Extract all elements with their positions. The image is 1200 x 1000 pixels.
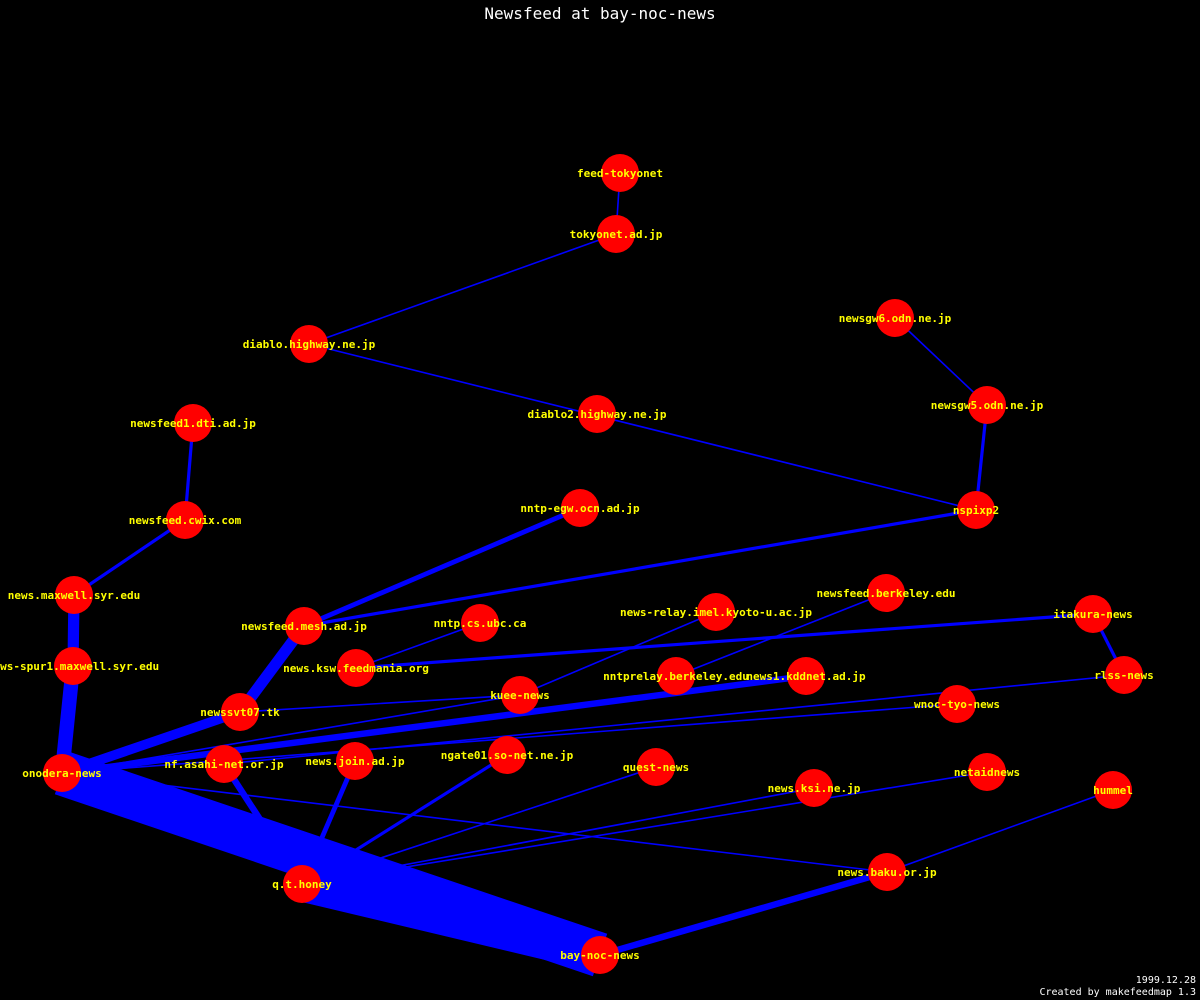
node-kuee-news [501,676,539,714]
node-newsgw5 [968,386,1006,424]
node-newsfeed-cwix [166,501,204,539]
node-wnoc-tyo-news [938,685,976,723]
node-hummel [1094,771,1132,809]
node-bay-noc-news [581,936,619,974]
node-label-news-baku: news.baku.or.jp [837,866,937,879]
feed-edge-onodera-news-to-news-baku [61,772,888,873]
node-label-newsgw5: newsgw5.odn.ne.jp [931,399,1044,412]
node-label-kuee-news: kuee-news [490,689,550,702]
feed-edge-hummel-to-news-baku [886,789,1114,873]
node-label-nspixp2: nspixp2 [953,504,999,517]
node-news-ksi [795,769,833,807]
node-nf-asahi [205,745,243,783]
feed-edge-netaidnews-to-qt-honey [301,771,988,885]
node-nntprelay-berkeley [657,657,695,695]
node-netaidnews [968,753,1006,791]
node-label-ngate01: ngate01.so-net.ne.jp [441,749,574,762]
node-news-join [336,742,374,780]
node-label-nntprelay-berkeley: nntprelay.berkeley.edu [603,670,749,683]
feed-edge-nspixp2-to-newsfeed-mesh [303,508,977,628]
feed-edge-newsfeed-cwix-to-news-maxwell [73,518,186,597]
feed-edge-qt-honey-to-bay-noc-news [297,866,605,973]
node-label-feed-tokyonet: feed-tokyonet [577,167,663,180]
node-news-maxwell [55,576,93,614]
node-quest-news [637,748,675,786]
node-label-newsfeed1-dti: newsfeed1.dti.ad.jp [130,417,256,430]
feed-edge-kuee-news-to-onodera-news [61,694,521,774]
node-news-baku [868,853,906,891]
node-label-nntp-ubc: nntp.cs.ubc.ca [434,617,527,630]
feed-edge-newsfeed-berkeley-to-nntprelay-berkeley [675,592,887,677]
feed-edge-itakura-news-to-news-ksw [355,612,1094,670]
map-title: Newsfeed at bay-noc-news [484,4,715,23]
label-layer: feed-tokyonet tokyonet.ad.jp diablo.highwa… [0,167,1154,962]
node-label-quest-news: quest-news [623,761,689,774]
node-label-nntp-egw: nntp-egw.ocn.ad.jp [520,502,640,515]
feed-edge-ngate01-to-qt-honey [301,753,508,886]
node-label-netaidnews: netaidnews [954,766,1020,779]
node-label-newsfeed-cwix: newsfeed.cwix.com [129,514,242,527]
node-nntp-egw [561,489,599,527]
node-newsgw6 [876,299,914,337]
node-news-spur1 [54,647,92,685]
node-feed-tokyonet [601,154,639,192]
node-label-newsfeed-berkeley: newsfeed.berkeley.edu [816,587,955,600]
feed-edge-news-baku-to-bay-noc-news [599,868,888,959]
node-label-bay-noc-news: bay-noc-news [560,949,639,962]
node-diablo [290,325,328,363]
node-layer [43,154,1143,974]
node-label-newsgw6: newsgw6.odn.ne.jp [839,312,952,325]
node-label-news1-kddnet: news1.kddnet.ad.jp [746,670,866,683]
node-label-diablo: diablo.highway.ne.jp [243,338,376,351]
node-rlss-news [1105,656,1143,694]
node-label-itakura-news: itakura-news [1053,608,1132,621]
node-news-ksw [337,649,375,687]
node-news1-kddnet [787,657,825,695]
node-qt-honey [283,865,321,903]
node-nspixp2 [957,491,995,529]
node-newsfeed-mesh [285,607,323,645]
node-label-hummel: hummel [1093,784,1133,797]
node-nntp-ubc [461,604,499,642]
feed-edge-kuee-news-to-newssvt07 [239,694,521,713]
node-label-wnoc-tyo-news: wnoc-tyo-news [914,698,1000,711]
node-diablo2 [578,395,616,433]
node-label-news-ksi: news.ksi.ne.jp [768,782,861,795]
node-tokyonet [597,215,635,253]
node-label-news-ksw: news.ksw.feedmania.org [283,662,429,675]
node-label-newsfeed-mesh: newsfeed.mesh.ad.jp [241,620,367,633]
node-label-rlss-news: rlss-news [1094,669,1154,682]
node-newssvt07 [221,693,259,731]
node-newsfeed-berkeley [867,574,905,612]
node-label-qt-honey: q.t.honey [272,878,332,891]
node-label-nf-asahi: nf.asahi-net.or.jp [164,758,284,771]
feed-edge-news-ksi-to-qt-honey [301,787,815,885]
node-newsfeed1-dti [174,404,212,442]
feed-edge-news-join-to-qt-honey [299,760,358,885]
feed-edge-diablo-to-nspixp2 [308,343,977,511]
node-label-diablo2: diablo2.highway.ne.jp [527,408,666,421]
node-ngate01 [488,736,526,774]
node-news-relay-kyoto [697,593,735,631]
feed-edge-newsgw6-to-newsgw5 [894,317,988,406]
footer-credit: Created by makefeedmap 1.3 [1039,987,1196,998]
node-onodera-news [43,754,81,792]
node-itakura-news [1074,595,1112,633]
feed-edge-tokyonet-to-diablo [308,233,617,345]
feed-edge-nf-asahi-to-qt-honey [221,762,305,886]
footer-date: 1999.12.28 [1136,975,1196,986]
node-label-news-relay-kyoto: news-relay.imel.kyoto-u.ac.jp [620,606,812,619]
node-label-news-maxwell: news.maxwell.syr.edu [8,589,140,602]
node-label-tokyonet: tokyonet.ad.jp [570,228,663,241]
node-label-news-spur1: news-spur1.maxwell.syr.edu [0,660,159,673]
feed-edge-quest-news-to-qt-honey [301,766,657,885]
node-label-onodera-news: onodera-news [22,767,101,780]
feed-edge-news-relay-kyoto-to-kuee-news [519,611,717,696]
node-label-newssvt07: newssvt07.tk [200,706,280,719]
feed-edge-nntp-egw-to-newsfeed-mesh [303,505,581,629]
feed-edge-nntp-ubc-to-news-ksw [355,622,481,669]
node-label-news-join: news.join.ad.jp [305,755,405,768]
